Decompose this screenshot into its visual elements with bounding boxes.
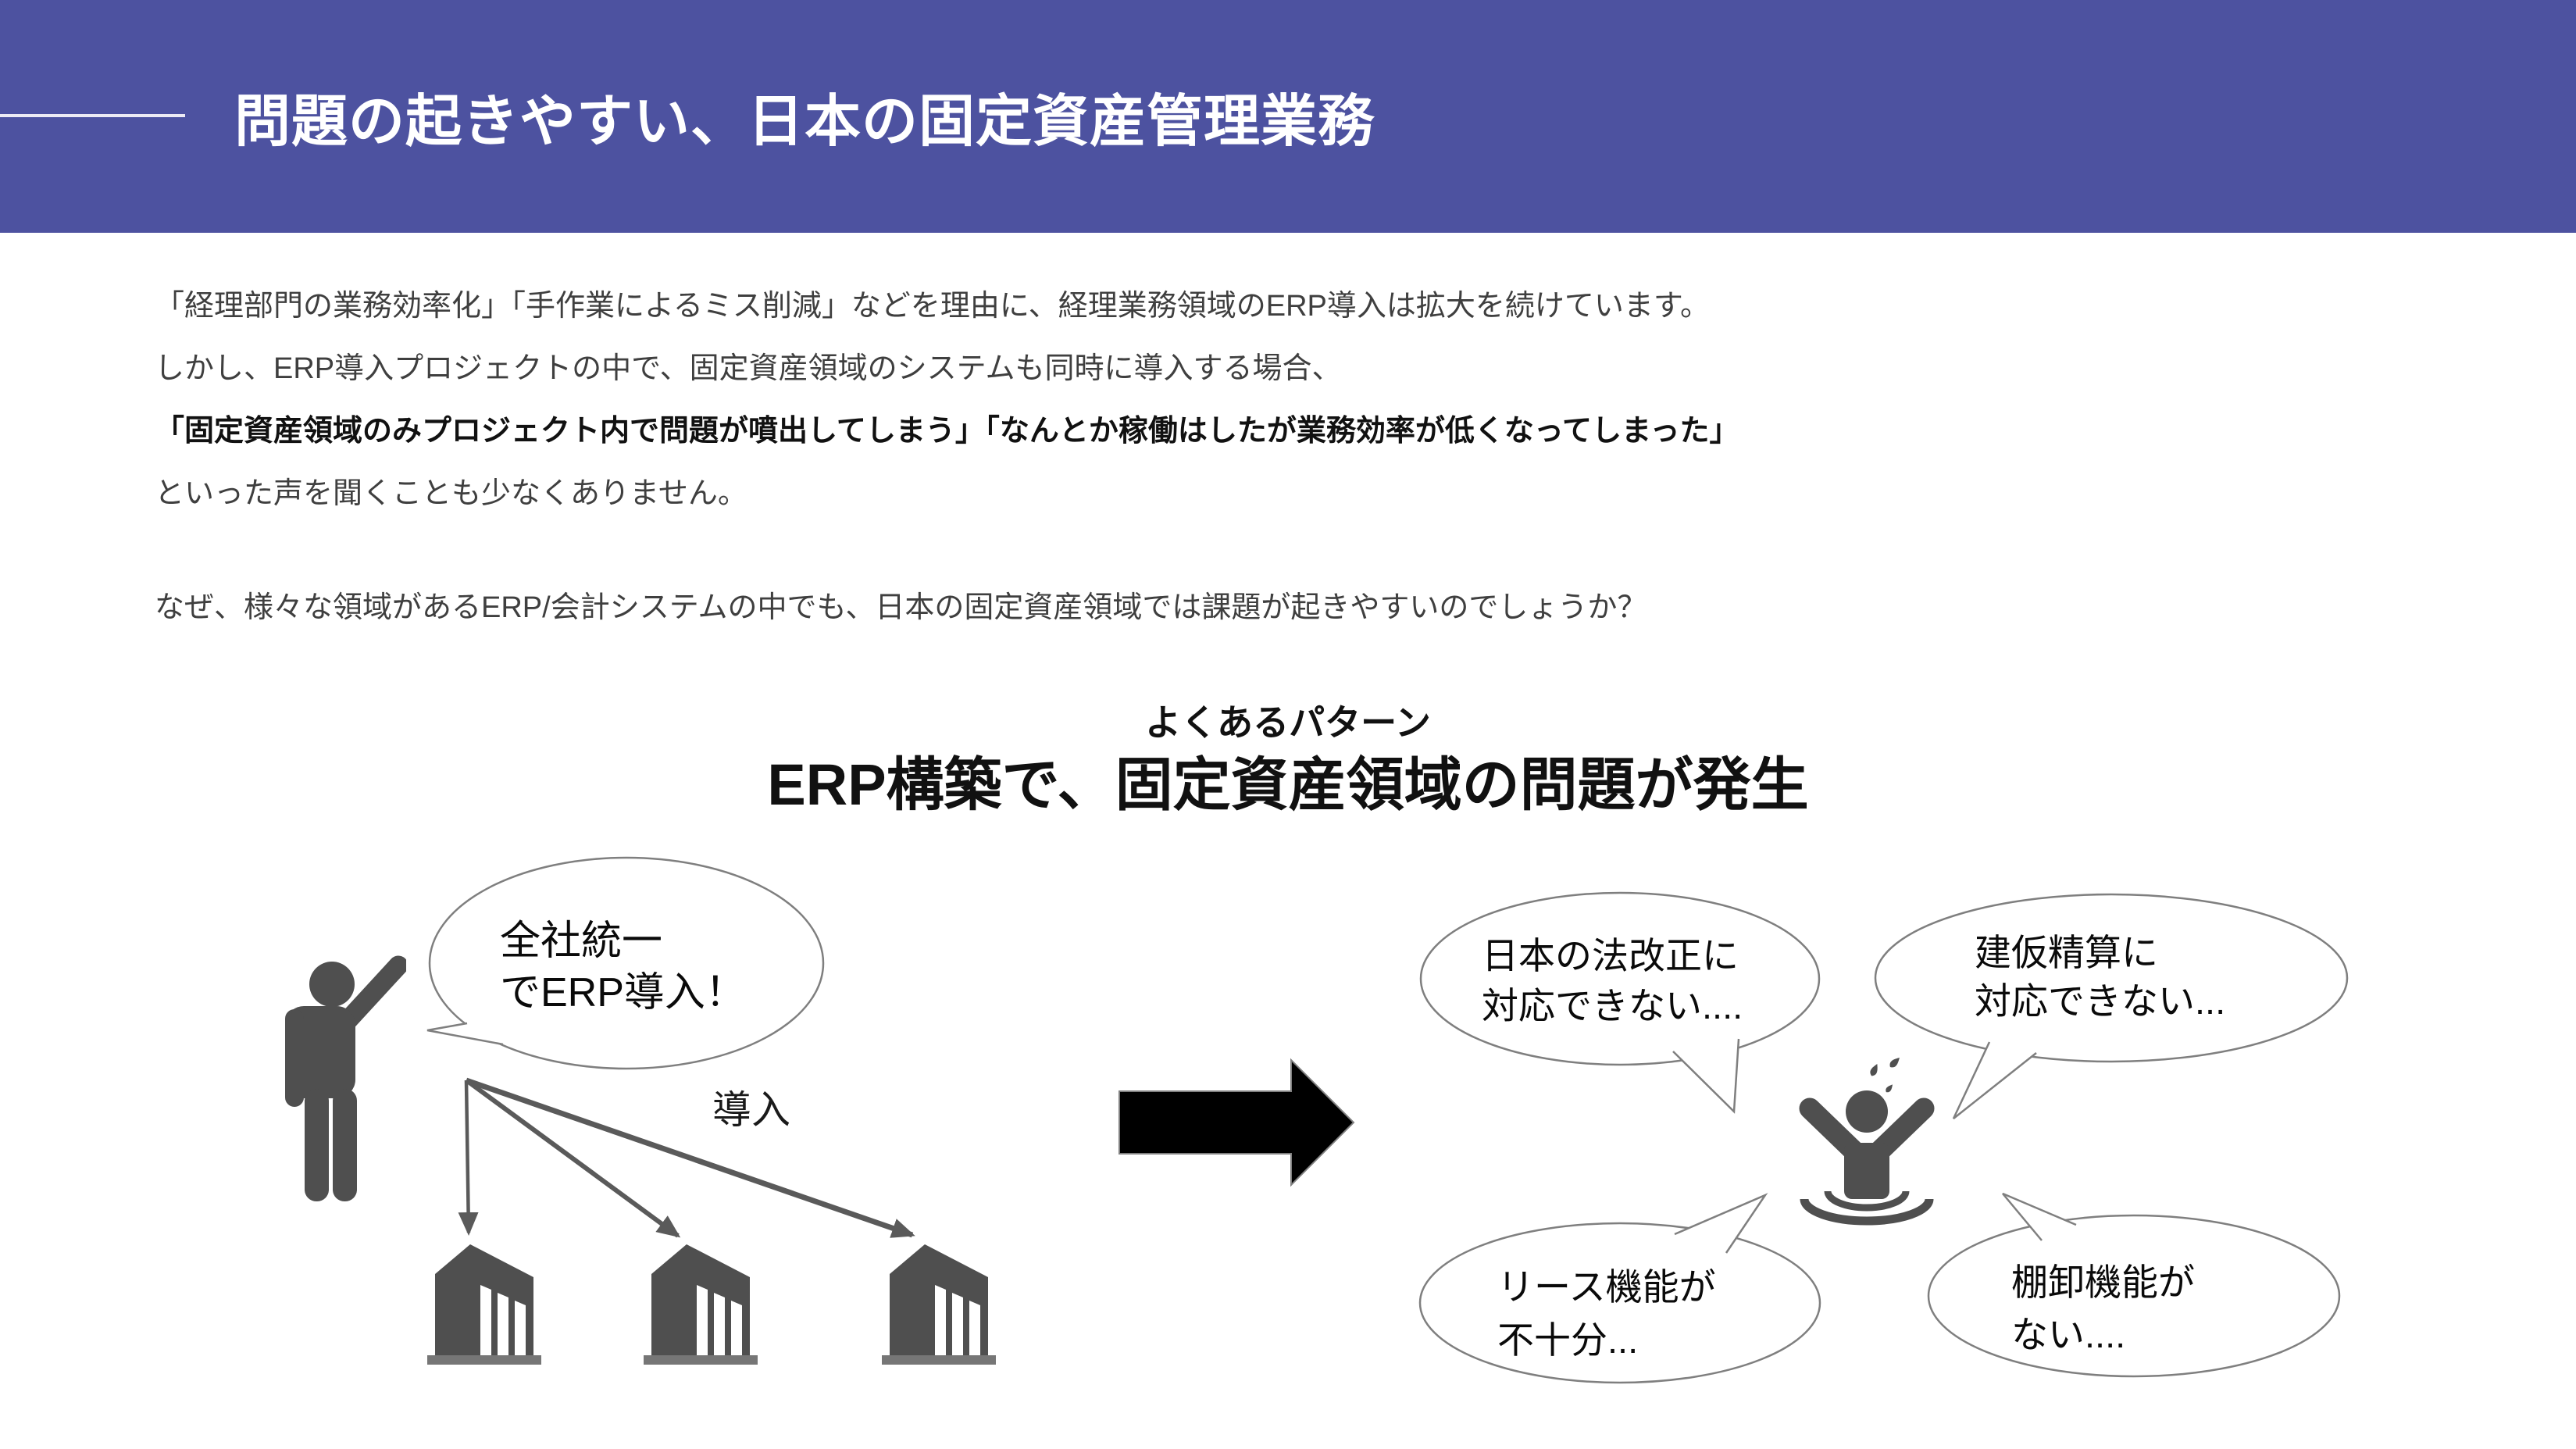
page-title: 問題の起きやすい、日本の固定資産管理業務 bbox=[234, 91, 1375, 153]
bubble-bottom-right-line-1: 棚卸機能が bbox=[2011, 1262, 2195, 1303]
pattern-title: ERP構築で、固定資産領域の問題が発生 bbox=[767, 752, 1809, 817]
speech-bubble-bottom-left bbox=[1418, 1193, 1821, 1384]
deploy-arrows-icon bbox=[458, 1077, 915, 1238]
bubble-top-left-line-1: 日本の法改正に bbox=[1482, 935, 1739, 976]
deploy-label: 導入 bbox=[712, 1088, 790, 1132]
office-building-icon bbox=[644, 1244, 758, 1365]
speech-bubble-top-left bbox=[1419, 891, 1821, 1114]
intro-line-3-bold: 「固定資産領域のみプロジェクト内で問題が噴出してしまう」「なんとか稼働はしたが業… bbox=[155, 415, 1739, 448]
header-banner bbox=[0, 0, 2576, 233]
intro-line-4: といった声を聞くことも少なくありません。 bbox=[155, 477, 747, 510]
bubble-bottom-left-line-1: リース機能が bbox=[1497, 1266, 1716, 1308]
question-line: なぜ、様々な領域があるERP/会計システムの中でも、日本の固定資産領域では課題が… bbox=[155, 591, 1647, 624]
right-arrow-icon bbox=[1119, 1058, 1355, 1187]
bubble-top-right-line-2: 対応できない... bbox=[1975, 980, 2226, 1022]
office-building-icon bbox=[882, 1244, 996, 1365]
left-bubble-line-1: 全社統一 bbox=[500, 919, 663, 964]
bubble-top-right-line-1: 建仮精算に bbox=[1975, 932, 2158, 973]
bubble-bottom-right-line-2: ない.... bbox=[2011, 1314, 2126, 1355]
person-raising-hand-icon bbox=[285, 955, 406, 1201]
pattern-heading-box: よくあるパターン ERP構築で、固定資産領域の問題が発生 bbox=[507, 700, 2069, 819]
speech-bubble-left bbox=[426, 856, 825, 1070]
intro-line-2: しかし、ERP導入プロジェクトの中で、固定資産領域のシステムも同時に導入する場合… bbox=[155, 352, 1342, 385]
office-building-icon bbox=[427, 1244, 541, 1365]
header-accent-line bbox=[0, 114, 185, 117]
speech-bubble-bottom-right bbox=[1927, 1192, 2341, 1378]
left-bubble-line-2: でERP導入！ bbox=[500, 970, 746, 1015]
intro-paragraph: 「経理部門の業務効率化」「手作業によるミス削減」などを理由に、経理業務領域のER… bbox=[155, 275, 1739, 525]
intro-line-1: 「経理部門の業務効率化」「手作業によるミス削減」などを理由に、経理業務領域のER… bbox=[155, 290, 1711, 323]
pattern-label: よくあるパターン bbox=[1145, 702, 1431, 743]
bubble-bottom-left-line-2: 不十分... bbox=[1497, 1319, 1639, 1361]
speech-bubble-top-right bbox=[1874, 893, 2349, 1119]
drowning-person-icon bbox=[1799, 1057, 1935, 1226]
bubble-top-left-line-2: 対応できない.... bbox=[1482, 985, 1743, 1026]
